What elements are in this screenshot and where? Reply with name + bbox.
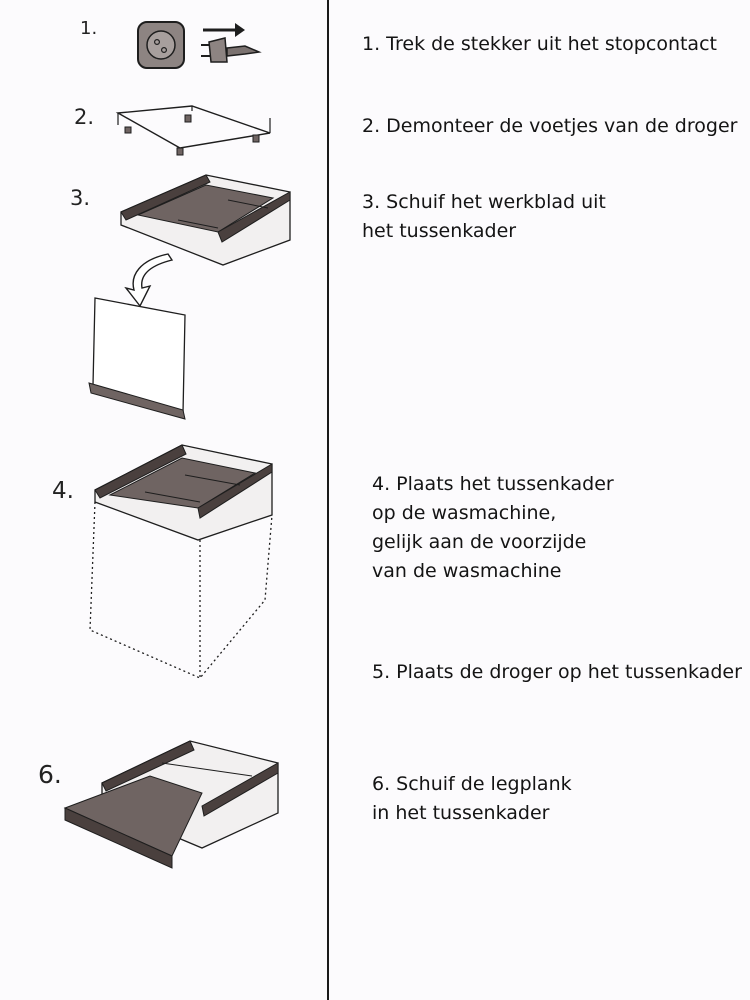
step-number-6: 6.: [38, 760, 62, 789]
foot-icon: [252, 134, 260, 143]
curved-arrow-icon: [124, 253, 174, 308]
step-3-text: 3. Schuif het werkblad uit het tussenkad…: [362, 191, 606, 242]
step-2-text: 2. Demonteer de voetjes van de droger: [362, 115, 738, 137]
plug-icon: [201, 37, 262, 63]
step-4-text: 4. Plaats het tussenkader op de wasmachi…: [372, 473, 614, 582]
step-number-3: 3.: [70, 186, 91, 210]
step-number-1: 1.: [80, 18, 98, 39]
frame-worktop-illustration: [120, 174, 291, 266]
arrow-right-icon: [203, 23, 245, 37]
step-number-2: 2.: [74, 105, 95, 129]
column-divider: [327, 0, 329, 1000]
step-5-text: 5. Plaats de droger op het tussenkader: [372, 661, 742, 683]
step-number-4: 4.: [52, 478, 74, 504]
foot-icon: [124, 126, 132, 134]
foot-icon: [184, 114, 192, 123]
worktop-panel-illustration: [88, 297, 186, 420]
step-6-text: 6. Schuif de legplank in het tussenkader: [372, 773, 572, 824]
foot-icon: [176, 147, 184, 156]
step-1-text: 1. Trek de stekker uit het stopcontact: [362, 33, 717, 55]
frame-shelf-illustration: [63, 740, 279, 869]
dryer-feet-illustration: [115, 105, 271, 156]
socket-plug-illustration: [137, 21, 262, 69]
wall-socket-icon: [137, 21, 185, 69]
frame-on-washer-illustration: [89, 444, 273, 679]
